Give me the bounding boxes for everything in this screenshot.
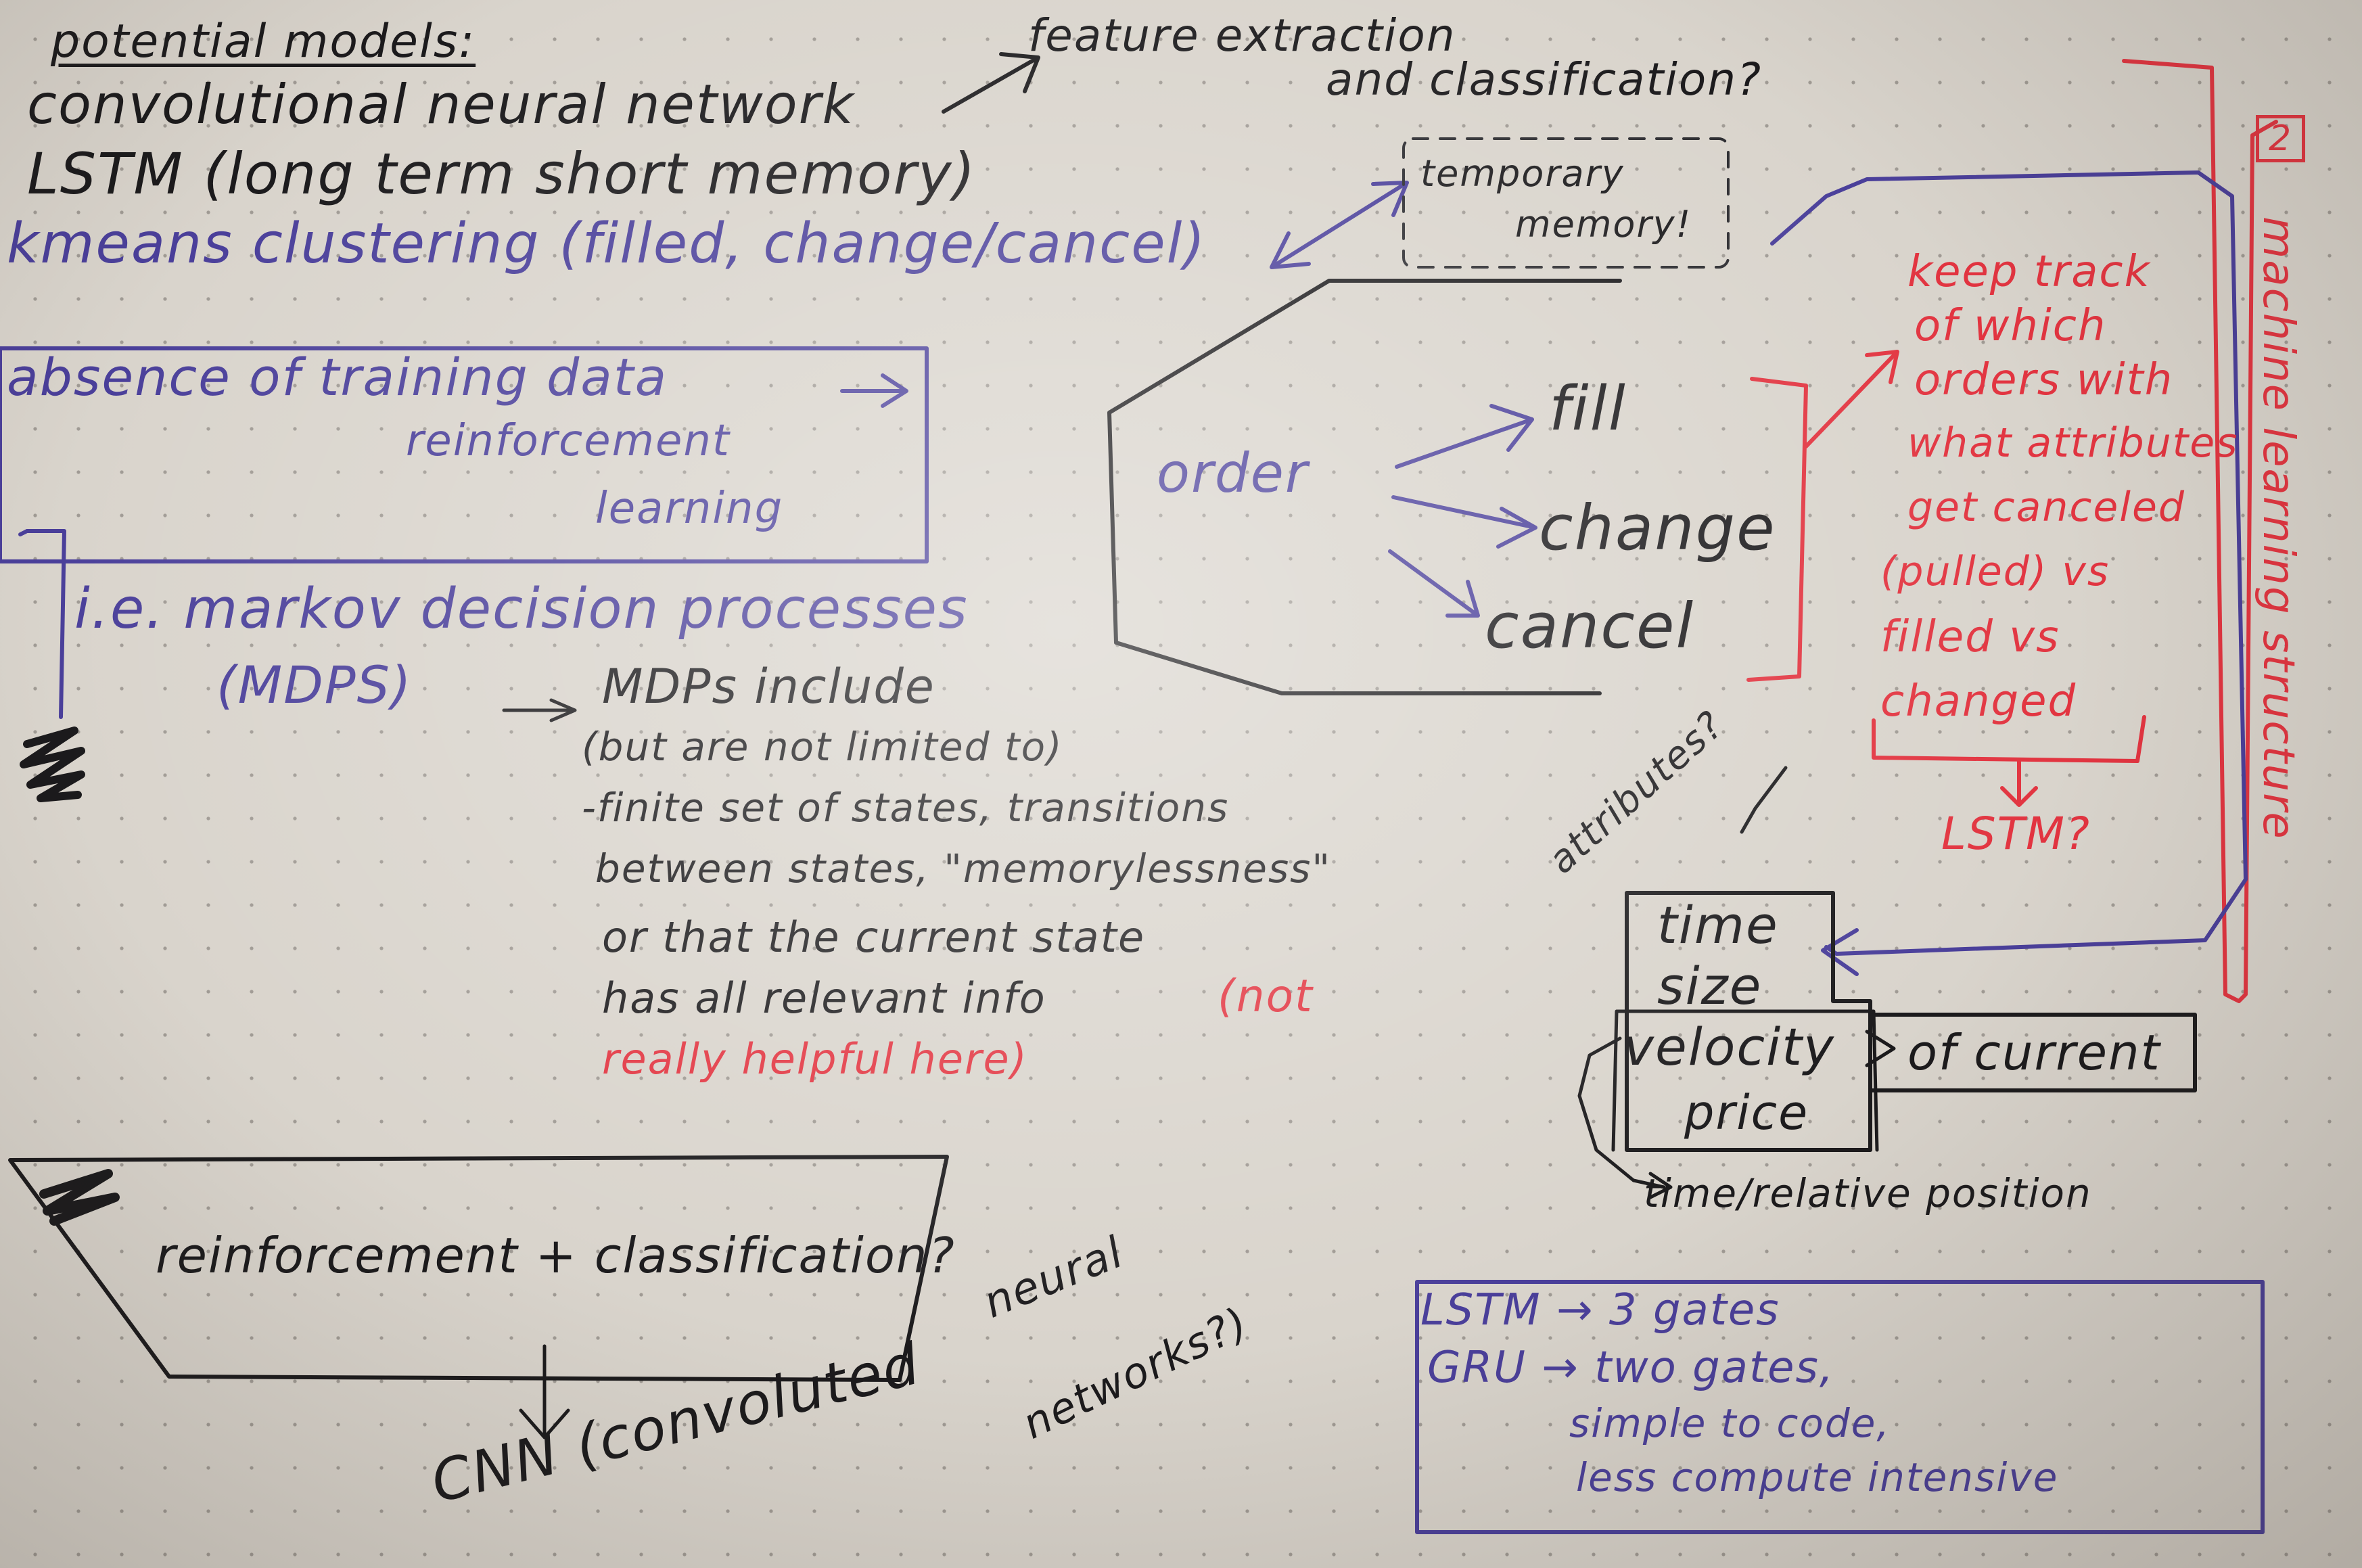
velocity-price-box (1611, 1009, 1879, 1152)
text-lstm-question: LSTM? (1941, 808, 2091, 860)
attributes-connector (1740, 766, 1788, 834)
text-lstm-model: LSTM (long term short memory) (27, 141, 977, 207)
arrow-training-data (840, 373, 908, 408)
text-reinforcement: reinforcement (406, 416, 731, 466)
text-feature-extraction: feature extraction (1028, 9, 1456, 62)
text-size: size (1657, 956, 1763, 1016)
heading-potential-models: potential models: (51, 15, 476, 68)
text-simple-to-code: simple to code, (1569, 1400, 1891, 1446)
arrow-order-fill (1395, 404, 1534, 469)
mdp-bracket-tick (18, 529, 29, 536)
arrow-order-cancel (1388, 549, 1480, 618)
attribute-box (1625, 891, 1872, 1152)
training-data-box (0, 346, 929, 563)
text-reinforcement-classification: reinforcement + classification? (156, 1227, 956, 1284)
text-filled-vs: filled vs (1880, 612, 2060, 662)
text-pulled-vs: (pulled) vs (1880, 548, 2110, 595)
text-change: change (1539, 492, 1776, 564)
text-time: time (1657, 895, 1779, 955)
red-bracket-ml-structure (2122, 59, 2278, 1003)
text-get-canceled: get canceled (1907, 484, 2185, 531)
text-velocity: velocity (1623, 1017, 1836, 1077)
text-less-compute: less compute intensive (1576, 1454, 2059, 1500)
red-bracket-outcomes (1746, 377, 1808, 682)
ink-scribble (20, 727, 85, 802)
text-relevant-info: has all relevant info (602, 973, 1046, 1023)
text-changed: changed (1880, 676, 2077, 727)
text-of-which: of which (1914, 301, 2107, 351)
text-markov-decision: i.e. markov decision processes (74, 577, 969, 641)
text-learning: learning (595, 484, 784, 534)
arrow-to-feature-extraction (942, 52, 1040, 114)
text-absence-training-data: absence of training data (7, 347, 668, 407)
text-order: order (1157, 442, 1309, 505)
temporary-memory-box (1402, 137, 1730, 269)
order-bracket (1107, 279, 1622, 695)
text-and-classification: and classification? (1326, 53, 1763, 106)
text-not-red: (not (1218, 970, 1314, 1022)
text-keep-track: keep track (1907, 247, 2151, 297)
blue-loop-memory (1770, 170, 2248, 976)
text-of-current: of current (1907, 1024, 2161, 1081)
red-arrow-keep-track (1804, 350, 1899, 448)
arrow-to-cnn (519, 1344, 570, 1439)
text-kmeans-model: kmeans clustering (filled, change/cancel… (7, 212, 1207, 276)
text-lstm-3-gates: LSTM → 3 gates (1420, 1285, 1780, 1335)
text-mdps-include: MDPs include (602, 659, 935, 714)
text-what-attributes: what attributes (1907, 419, 2239, 467)
text-relative-position: time/relative position (1644, 1170, 2092, 1216)
text-cnn-model: convolutional neural network (27, 73, 855, 136)
text-memory: memory! (1515, 203, 1692, 246)
arrow-velocity-current (1865, 1030, 1896, 1067)
trapezoid-scribble (39, 1169, 120, 1226)
arrow-order-change (1391, 495, 1537, 549)
text-orders-with: orders with (1914, 355, 2174, 405)
text-not-helpful: really helpful here) (602, 1034, 1028, 1084)
red-arrow-lstm (2000, 759, 2038, 807)
text-finite-states: -finite set of states, transitions (582, 785, 1230, 831)
text-cancel: cancel (1485, 590, 1695, 662)
text-not-limited: (but are not limited to) (582, 724, 1063, 770)
loop-relative-position (1577, 1036, 1673, 1199)
lstm-gru-box (1415, 1280, 2265, 1534)
red-bracket-lstm (1872, 715, 2146, 763)
arrow-mdps (502, 698, 577, 722)
arrow-kmeans-temporary-memory (1270, 181, 1409, 269)
text-price: price (1684, 1085, 1809, 1140)
side-label-number: 2 (2256, 115, 2306, 162)
side-label-ml-structure: machine learning structure (2253, 216, 2303, 840)
trapezoid-shape (8, 1155, 949, 1382)
text-gru-two-gates: GRU → two gates, (1427, 1343, 1835, 1393)
text-current-state: or that the current state (602, 913, 1146, 962)
text-fill: fill (1549, 373, 1627, 444)
text-memorylessness: between states, "memorylessness" (595, 846, 1332, 892)
mdp-bracket (25, 529, 66, 719)
text-mdps: (MDPS) (216, 655, 413, 715)
text-temporary: temporary (1420, 152, 1625, 195)
of-current-box (1868, 1013, 2197, 1092)
